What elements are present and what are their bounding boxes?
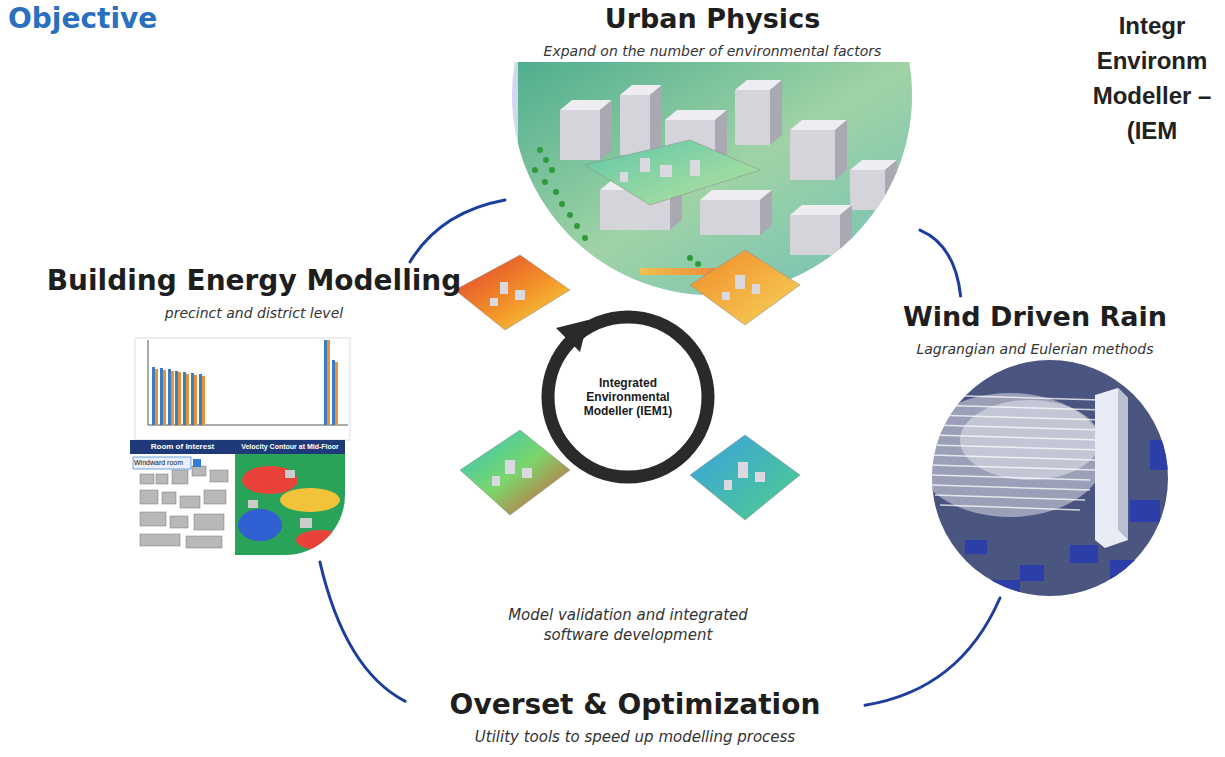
- topic-subtitle: Expand on the number of environmental fa…: [505, 42, 920, 60]
- topic-node: Urban PhysicsExpand on the number of env…: [505, 0, 920, 295]
- topic-node: Wind Driven RainLagrangian and Eulerian …: [880, 296, 1190, 598]
- cycle-arc: [320, 562, 405, 701]
- topic-heading: Building Energy Modelling: [8, 264, 500, 298]
- topic-subtitle: precinct and district level: [8, 304, 500, 322]
- hub-title: Integrated Environmental Modeller (IEM1): [582, 376, 674, 418]
- cycle-arc: [865, 598, 1000, 705]
- panel-header: Room of Interest: [130, 440, 235, 454]
- room-tag: Windward room: [134, 457, 190, 469]
- cropped-heading: Integr Environm Modeller – (IEM: [1082, 8, 1222, 148]
- hub-caption: Model validation and integrated software…: [478, 605, 778, 645]
- cycle-arc: [920, 230, 961, 296]
- topic-node: Overset & OptimizationUtility tools to s…: [405, 688, 865, 754]
- topic-subtitle: Lagrangian and Eulerian methods: [880, 340, 1190, 358]
- cycle-arc: [410, 200, 505, 262]
- topic-heading: Overset & Optimization: [405, 688, 865, 722]
- topic-heading: Wind Driven Rain: [880, 300, 1190, 334]
- panel-header: Velocity Contour at Mid-Floor: [235, 440, 345, 454]
- objective-title: Objective: [8, 0, 157, 38]
- topic-subtitle: Utility tools to speed up modelling proc…: [405, 728, 865, 746]
- topic-heading: Urban Physics: [505, 2, 920, 36]
- topic-node: Building Energy Modelling precinct and di…: [8, 262, 500, 562]
- hub-node: Integrated Environmental Modeller (IEM1)…: [470, 300, 786, 650]
